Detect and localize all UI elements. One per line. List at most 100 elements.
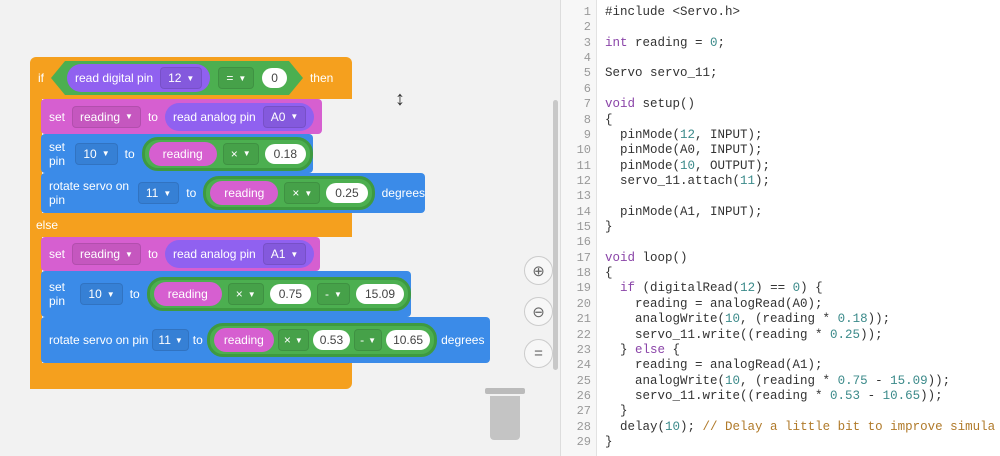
to-label: to bbox=[147, 247, 158, 261]
code-line[interactable]: servo_11.write((reading * 0.25)); bbox=[605, 328, 883, 342]
math-op-dropdown[interactable]: -▼ bbox=[354, 329, 383, 351]
code-line[interactable]: reading = analogRead(A1); bbox=[605, 358, 823, 372]
number-input[interactable]: 0.18 bbox=[264, 143, 306, 164]
operator-dropdown[interactable]: =▼ bbox=[218, 67, 254, 89]
else-label: else bbox=[36, 218, 59, 232]
line-number: 17 bbox=[576, 250, 591, 265]
math-block[interactable]: reading×▼0.53-▼10.65 bbox=[206, 323, 438, 357]
op-value: × bbox=[230, 146, 238, 161]
code-line[interactable]: } bbox=[605, 435, 613, 449]
chevron-down-icon: ▼ bbox=[304, 188, 313, 198]
math-op-dropdown[interactable]: ×▼ bbox=[227, 283, 264, 305]
number-input[interactable]: 0.75 bbox=[269, 284, 312, 304]
line-number: 10 bbox=[576, 143, 591, 158]
set-pin-block[interactable]: set pin 10▼ to reading×▼0.75-▼15.09 bbox=[41, 271, 411, 317]
code-token: int bbox=[605, 35, 628, 50]
code-line[interactable]: servo_11.attach(11); bbox=[605, 174, 770, 188]
rotate-servo-block[interactable]: rotate servo on pin 11▼ to reading×▼0.25… bbox=[41, 173, 425, 213]
code-line[interactable]: if (digitalRead(12) == 0) { bbox=[605, 281, 823, 295]
code-token: servo_11.write((reading * bbox=[605, 327, 831, 342]
set-pin-label: set pin bbox=[49, 139, 66, 168]
variable-dropdown[interactable]: reading▼ bbox=[72, 243, 141, 265]
chevron-down-icon: ▼ bbox=[238, 73, 247, 83]
set-pin-block[interactable]: set pin 10▼ to reading×▼0.18 bbox=[41, 134, 313, 173]
trash-icon[interactable] bbox=[485, 388, 525, 440]
code-line[interactable]: pinMode(10, OUTPUT); bbox=[605, 159, 770, 173]
if-label: if bbox=[38, 71, 44, 85]
code-line[interactable]: void loop() bbox=[605, 251, 688, 265]
code-line[interactable]: } bbox=[605, 404, 628, 418]
code-token: 10 bbox=[725, 312, 741, 327]
code-line[interactable]: int reading = 0; bbox=[605, 36, 725, 50]
code-line[interactable]: void setup() bbox=[605, 97, 695, 111]
math-op-dropdown[interactable]: ×▼ bbox=[222, 142, 259, 165]
op-value: × bbox=[283, 333, 291, 347]
chevron-down-icon: ▼ bbox=[242, 149, 251, 158]
rotate-servo-block[interactable]: rotate servo on pin 11▼ to reading×▼0.53… bbox=[41, 317, 491, 363]
analog-pin-dropdown[interactable]: A1▼ bbox=[262, 243, 307, 265]
math-op-dropdown[interactable]: ×▼ bbox=[284, 182, 321, 204]
code-line[interactable]: #include <Servo.h> bbox=[605, 5, 740, 19]
code-line[interactable]: servo_11.write((reading * 0.53 - 10.65))… bbox=[605, 389, 943, 403]
compare-value-input[interactable]: 0 bbox=[262, 68, 287, 88]
zoom-reset-button[interactable]: = bbox=[524, 339, 553, 368]
code-line[interactable]: analogWrite(10, (reading * 0.75 - 15.09)… bbox=[605, 374, 950, 388]
zoom-in-button[interactable]: ⊕ bbox=[524, 256, 553, 285]
pin-dropdown[interactable]: 10▼ bbox=[80, 283, 123, 305]
to-label: to bbox=[129, 287, 140, 301]
code-line[interactable]: Servo servo_11; bbox=[605, 66, 718, 80]
line-number: 18 bbox=[576, 266, 591, 281]
code-line[interactable]: } else { bbox=[605, 343, 680, 357]
line-number: 2 bbox=[583, 20, 591, 35]
pin-dropdown[interactable]: 11▼ bbox=[137, 182, 180, 204]
code-line[interactable]: reading = analogRead(A0); bbox=[605, 297, 823, 311]
code-token: )); bbox=[920, 389, 943, 403]
math-op-dropdown[interactable]: -▼ bbox=[317, 283, 350, 305]
analog-pin-dropdown[interactable]: A0▼ bbox=[262, 105, 307, 128]
pin-dropdown[interactable]: 11▼ bbox=[152, 329, 189, 351]
zoom-out-button[interactable]: ⊖ bbox=[524, 297, 553, 326]
code-token: // Delay a little bit to improve simula bbox=[702, 419, 996, 434]
code-line[interactable]: } bbox=[605, 220, 613, 234]
code-line[interactable]: { bbox=[605, 113, 613, 127]
variable-reading[interactable]: reading bbox=[213, 328, 274, 352]
number-input[interactable]: 0.25 bbox=[326, 183, 368, 203]
math-op-dropdown[interactable]: ×▼ bbox=[277, 329, 309, 351]
pin-dropdown[interactable]: 10▼ bbox=[75, 142, 118, 165]
code-line[interactable]: delay(10); // Delay a little bit to impr… bbox=[605, 420, 995, 434]
digital-pin-dropdown[interactable]: 12▼ bbox=[160, 67, 202, 89]
code-token: )); bbox=[867, 312, 891, 327]
number-input[interactable]: 10.65 bbox=[386, 330, 431, 350]
variable-reading[interactable]: reading bbox=[153, 282, 222, 306]
line-number: 20 bbox=[576, 296, 591, 311]
math-block[interactable]: reading×▼0.25 bbox=[203, 176, 375, 210]
chevron-down-icon: ▼ bbox=[290, 249, 299, 259]
set-label: set bbox=[49, 109, 66, 124]
code-line[interactable]: analogWrite(10, (reading * 0.18)); bbox=[605, 312, 890, 326]
number-input[interactable]: 0.53 bbox=[312, 330, 351, 350]
if-block-bottom bbox=[30, 363, 352, 389]
workspace-scrollbar[interactable] bbox=[553, 100, 558, 370]
code-line[interactable]: { bbox=[605, 266, 613, 280]
text-cursor-icon: ↕ bbox=[395, 88, 405, 110]
variable-dropdown[interactable]: reading▼ bbox=[72, 105, 141, 128]
variable-reading[interactable]: reading bbox=[210, 181, 279, 205]
code-token: 10 bbox=[725, 373, 741, 388]
code-line[interactable]: pinMode(A0, INPUT); bbox=[605, 143, 763, 157]
code-token: setup() bbox=[635, 97, 696, 112]
variable-reading[interactable]: reading bbox=[148, 141, 217, 166]
code-line[interactable]: pinMode(A1, INPUT); bbox=[605, 205, 763, 219]
code-line[interactable]: pinMode(12, INPUT); bbox=[605, 128, 763, 142]
math-block[interactable]: reading×▼0.18 bbox=[141, 136, 313, 171]
number-input[interactable]: 15.09 bbox=[355, 284, 404, 304]
math-block[interactable]: reading×▼0.75-▼15.09 bbox=[146, 277, 411, 311]
